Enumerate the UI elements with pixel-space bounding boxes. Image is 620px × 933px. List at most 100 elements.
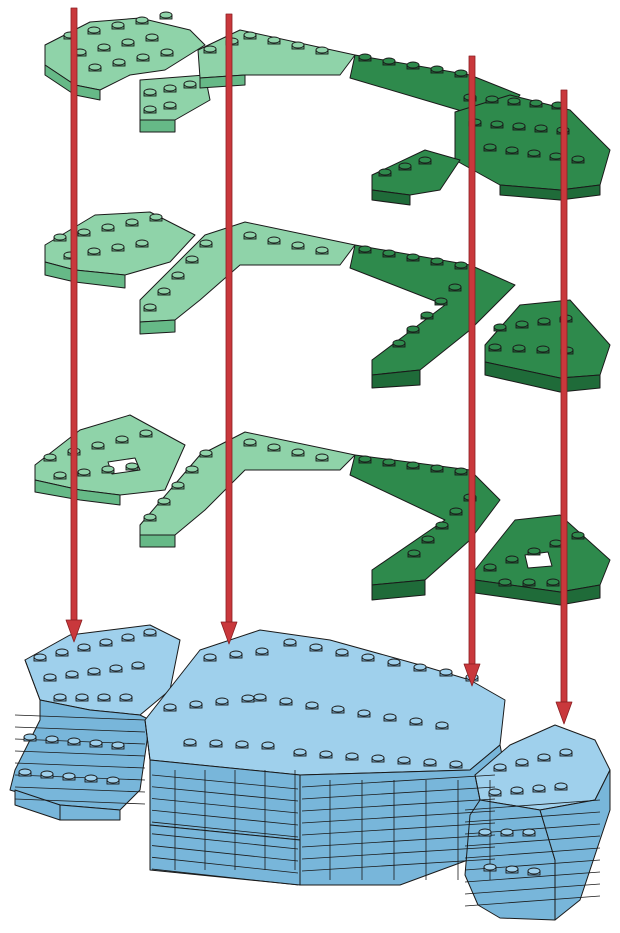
stud bbox=[136, 17, 148, 24]
stud bbox=[388, 659, 400, 666]
stud bbox=[440, 669, 452, 676]
stud bbox=[19, 769, 31, 776]
stud bbox=[419, 157, 431, 164]
stud bbox=[407, 326, 419, 333]
stud bbox=[88, 668, 100, 675]
stud bbox=[523, 579, 535, 586]
stud bbox=[140, 430, 152, 437]
rod-1 bbox=[66, 8, 82, 642]
stud bbox=[76, 694, 88, 701]
stud bbox=[316, 247, 328, 254]
stud bbox=[158, 288, 170, 295]
stud bbox=[450, 508, 462, 515]
stud bbox=[332, 706, 344, 713]
stud bbox=[164, 704, 176, 711]
stud bbox=[280, 698, 292, 705]
stud bbox=[407, 254, 419, 261]
light-green-plate-cluster-middle bbox=[45, 212, 355, 334]
layer-lower bbox=[35, 415, 610, 605]
stud bbox=[244, 439, 256, 446]
stud bbox=[407, 462, 419, 469]
stud bbox=[164, 85, 176, 92]
stud bbox=[54, 694, 66, 701]
stud bbox=[372, 755, 384, 762]
stud bbox=[216, 698, 228, 705]
stud bbox=[112, 22, 124, 29]
stud bbox=[511, 787, 523, 794]
stud bbox=[508, 98, 520, 105]
stud bbox=[489, 344, 501, 351]
stud bbox=[506, 866, 518, 873]
stud bbox=[393, 340, 405, 347]
stud bbox=[533, 785, 545, 792]
stud bbox=[122, 634, 134, 641]
stud bbox=[436, 522, 448, 529]
stud bbox=[506, 556, 518, 563]
stud bbox=[56, 649, 68, 656]
stud bbox=[450, 761, 462, 768]
stud bbox=[132, 662, 144, 669]
stud bbox=[110, 665, 122, 672]
stud bbox=[54, 234, 66, 241]
stud bbox=[408, 550, 420, 557]
stud bbox=[499, 579, 511, 586]
stud bbox=[422, 536, 434, 543]
stud bbox=[78, 469, 90, 476]
stud bbox=[68, 738, 80, 745]
stud bbox=[424, 759, 436, 766]
stud bbox=[555, 783, 567, 790]
stud bbox=[572, 532, 584, 539]
stud bbox=[262, 742, 274, 749]
stud bbox=[200, 450, 212, 457]
stud bbox=[523, 829, 535, 836]
stud bbox=[494, 324, 506, 331]
stud bbox=[92, 442, 104, 449]
stud bbox=[200, 240, 212, 247]
stud bbox=[89, 64, 101, 71]
stud bbox=[34, 654, 46, 661]
light-green-plate-cluster-top bbox=[45, 18, 355, 132]
stud bbox=[136, 240, 148, 247]
stud bbox=[538, 318, 550, 325]
stud bbox=[184, 81, 196, 88]
stud bbox=[359, 54, 371, 61]
stud bbox=[102, 466, 114, 473]
blue-brick-base bbox=[10, 625, 610, 920]
stud bbox=[501, 829, 513, 836]
stud bbox=[398, 757, 410, 764]
stud bbox=[538, 754, 550, 761]
stud bbox=[528, 150, 540, 157]
stud bbox=[112, 244, 124, 251]
stud bbox=[384, 714, 396, 721]
stud bbox=[172, 482, 184, 489]
stud bbox=[506, 147, 518, 154]
stud bbox=[24, 734, 36, 741]
stud bbox=[383, 58, 395, 65]
stud bbox=[358, 710, 370, 717]
stud bbox=[550, 153, 562, 160]
stud bbox=[410, 718, 422, 725]
stud bbox=[100, 639, 112, 646]
stud bbox=[184, 739, 196, 746]
stud bbox=[513, 345, 525, 352]
stud bbox=[88, 248, 100, 255]
stud bbox=[489, 789, 501, 796]
stud bbox=[116, 436, 128, 443]
stud bbox=[144, 629, 156, 636]
stud bbox=[435, 298, 447, 305]
stud bbox=[164, 102, 176, 109]
stud bbox=[144, 89, 156, 96]
stud bbox=[66, 671, 78, 678]
stud bbox=[484, 144, 496, 151]
stud bbox=[414, 664, 426, 671]
stud bbox=[102, 224, 114, 231]
stud bbox=[421, 312, 433, 319]
dark-green-plate-cluster-lower bbox=[350, 455, 610, 605]
stud bbox=[379, 169, 391, 176]
stud bbox=[484, 564, 496, 571]
stud bbox=[41, 771, 53, 778]
stud bbox=[98, 44, 110, 51]
stud bbox=[362, 654, 374, 661]
stud bbox=[455, 468, 467, 475]
stud bbox=[146, 34, 158, 41]
